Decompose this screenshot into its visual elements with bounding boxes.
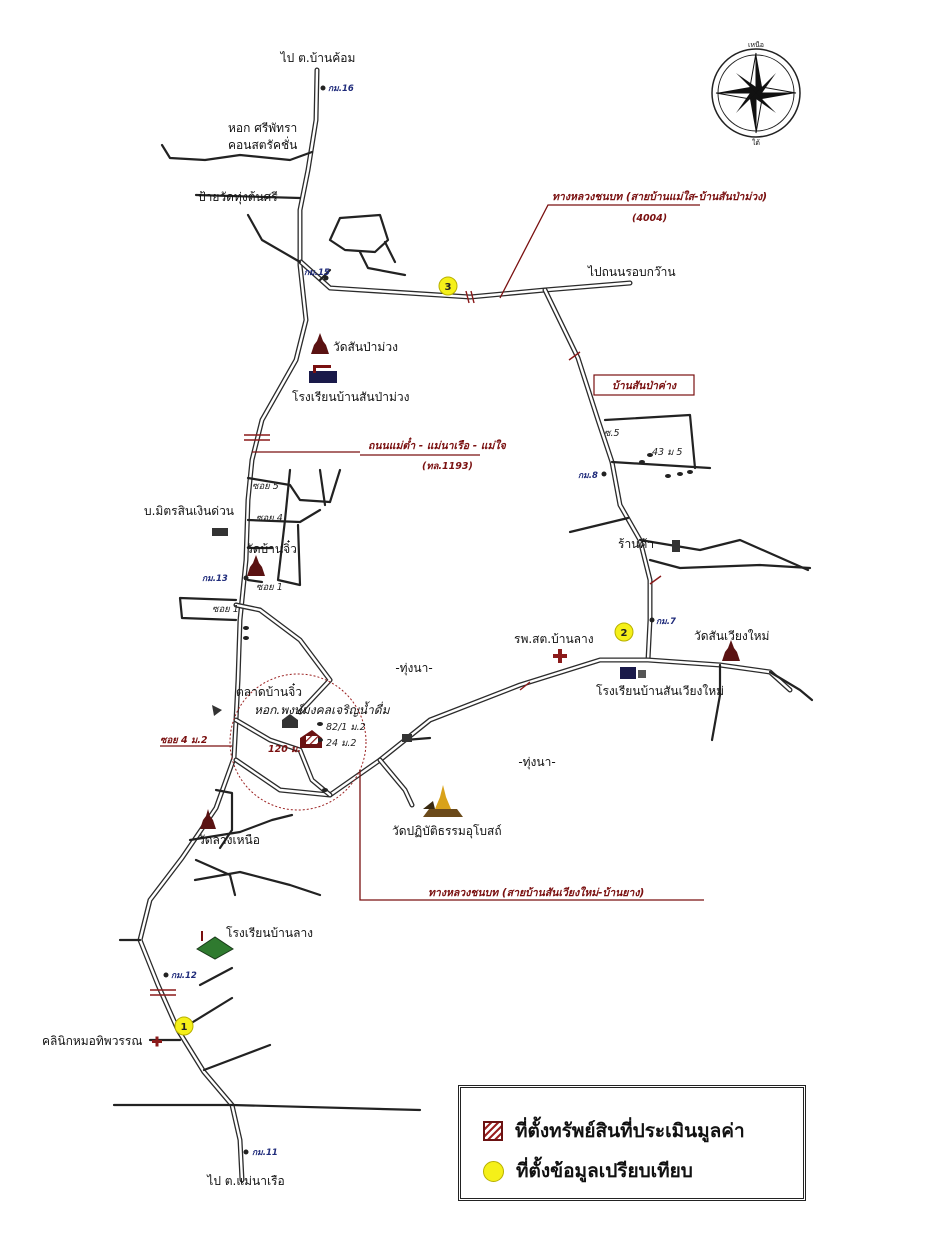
label-wat-sign: ป้ายวัดทุ่งต้นศรี bbox=[198, 190, 278, 205]
label-distance-120: 120 ม. bbox=[268, 744, 301, 755]
svg-text:เหนือ: เหนือ bbox=[748, 41, 764, 49]
label-highway-san-wiang: ทางหลวงชนบท (สายบ้านสันเวียงใหม่-บ้านยาง… bbox=[428, 886, 644, 899]
label-km7: กม.7 bbox=[656, 617, 676, 627]
label-soi1: ซอย 1 bbox=[256, 582, 283, 593]
label-road-mae-ka: ถนนแม่ต๋ำ - แม่นาเรือ - แม่ใจ bbox=[368, 437, 507, 452]
hatch-swatch-icon bbox=[483, 1121, 503, 1141]
label-wat-ban-chiw: วัดบ้านจิ๋ว bbox=[246, 539, 297, 556]
clinic-icon bbox=[152, 1036, 162, 1047]
legend-row-comparable: ที่ตั้งข้อมูลเปรียบเทียบ bbox=[483, 1156, 693, 1186]
label-soi4: ซอย 4 bbox=[256, 513, 283, 524]
label-km16: กม.16 bbox=[328, 84, 354, 94]
crossing-marks bbox=[150, 290, 662, 996]
house-dots bbox=[243, 453, 693, 792]
house-icon bbox=[282, 714, 298, 728]
label-clinic: คลินิกหมอทิพวรรณ bbox=[42, 1034, 142, 1048]
label-wat-ban-lang-nuea: วัดลางเหนือ bbox=[198, 833, 260, 847]
main-roads bbox=[137, 67, 793, 1183]
label-money-lender: บ.มิตรสินเงินด่วน bbox=[144, 504, 234, 518]
label-shop: ร้านค้า bbox=[618, 537, 654, 551]
label-dorm-phongmongkhon: หอก.พงษ์มงคลเจริญน้ำดื่ม bbox=[254, 701, 391, 717]
comparable-marker-2: 2 bbox=[614, 622, 634, 642]
label-rice-field-1: -ทุ่งนา- bbox=[395, 661, 432, 676]
label-rice-field-2: -ทุ่งนา- bbox=[518, 755, 555, 770]
label-wat-san-wiang-mai: วัดสันเวียงใหม่ bbox=[694, 629, 769, 643]
comparable-marker-1: 1 bbox=[174, 1016, 194, 1036]
svg-text:1: 1 bbox=[181, 1022, 188, 1033]
building-icon bbox=[212, 528, 228, 536]
label-km12: กม.12 bbox=[171, 971, 197, 981]
label-dorm-siphat: หอก ศรีพัทรา bbox=[228, 121, 297, 135]
label-hospital: รพ.สต.บ้านลาง bbox=[514, 632, 594, 646]
temple-icon bbox=[247, 555, 265, 576]
ban-san-pa-khang-box bbox=[593, 374, 695, 396]
map-legend: ที่ตั้งทรัพย์สินที่ประเมินมูลค่า ที่ตั้ง… bbox=[458, 1085, 806, 1201]
legend-row-subject: ที่ตั้งทรัพย์สินที่ประเมินมูลค่า bbox=[483, 1116, 745, 1146]
label-market: ตลาดบ้านจิ๋ว bbox=[236, 682, 302, 699]
radius-circle bbox=[229, 673, 367, 811]
label-school-ban-lang: โรงเรียนบ้านลาง bbox=[226, 926, 313, 940]
leader-lines bbox=[160, 204, 704, 901]
label-highway-4004-code: (4004) bbox=[632, 213, 667, 224]
subject-property-marker bbox=[306, 736, 318, 744]
label-soi-left: ซอย 1 bbox=[212, 604, 239, 615]
label-house-24: 24 ม.2 bbox=[326, 738, 356, 749]
shop-icon bbox=[672, 540, 680, 552]
svg-text:3: 3 bbox=[445, 282, 452, 293]
minor-roads bbox=[112, 143, 814, 1112]
map-labels: ไป ต.บ้านค้อม กม.16 หอก ศรีพัทรา คอนสตรั… bbox=[42, 51, 769, 1188]
label-km11: กม.11 bbox=[252, 1148, 278, 1158]
svg-text:2: 2 bbox=[621, 628, 628, 639]
yellow-dot-icon bbox=[483, 1160, 504, 1182]
temple-icon bbox=[200, 809, 216, 829]
temple-icon bbox=[722, 640, 740, 661]
label-wat-san-pa-muang: วัดสันป่าม่วง bbox=[333, 340, 398, 354]
school-icon bbox=[196, 931, 234, 960]
km-marker-icons bbox=[163, 85, 655, 1155]
label-highway-4004: ทางหลวงชนบท (สายบ้านแม่ใส-บ้านสันป่าม่วง… bbox=[552, 190, 767, 203]
label-ban-san-pa-khang: บ้านสันป่าค่าง bbox=[612, 380, 677, 392]
market-icon bbox=[212, 705, 222, 716]
school-icon bbox=[620, 667, 646, 679]
label-house-43: 43 ม 5 bbox=[652, 447, 682, 458]
temple-icon bbox=[311, 333, 329, 354]
svg-text:ใต้: ใต้ bbox=[752, 138, 760, 147]
label-construction: คอนสตรัคชั่น bbox=[228, 136, 297, 152]
label-soi4-m2: ซอย 4 ม.2 bbox=[160, 735, 208, 746]
label-km8: กม.8 bbox=[578, 471, 598, 481]
building-icon bbox=[402, 734, 412, 742]
label-km15: กม.15 bbox=[304, 268, 330, 278]
stupa-icon bbox=[423, 785, 463, 817]
label-to-mae-na-ruea: ไป ต.แม่นาเรือ bbox=[206, 1174, 284, 1188]
legend-comparable-label: ที่ตั้งข้อมูลเปรียบเทียบ bbox=[516, 1160, 693, 1182]
label-soi5: ซอย 5 bbox=[252, 481, 279, 492]
label-school-san-wiang-mai: โรงเรียนบ้านสันเวียงใหม่ bbox=[596, 684, 724, 698]
hospital-icon bbox=[553, 649, 567, 663]
compass-rose-icon: เหนือ ใต้ bbox=[711, 41, 801, 147]
label-wat-patibat: วัดปฏิบัติธรรมอุโบสถ์ bbox=[392, 824, 502, 839]
label-to-ring-road: ไปถนนรอบกว๊าน bbox=[587, 265, 676, 279]
label-school-san-pa-muang: โรงเรียนบ้านสันป่าม่วง bbox=[292, 390, 409, 404]
comparable-marker-3: 3 bbox=[438, 276, 458, 296]
label-km13: กม.13 bbox=[202, 574, 228, 584]
legend-subject-label: ที่ตั้งทรัพย์สินที่ประเมินมูลค่า bbox=[515, 1120, 745, 1142]
school-icon bbox=[309, 365, 337, 383]
label-house-82: 82/1 ม.2 bbox=[326, 722, 366, 733]
label-road-1193: (ทล.1193) bbox=[422, 461, 473, 472]
label-soi5-right: ซ.5 bbox=[604, 428, 620, 439]
label-to-ban-khom: ไป ต.บ้านค้อม bbox=[280, 51, 356, 65]
